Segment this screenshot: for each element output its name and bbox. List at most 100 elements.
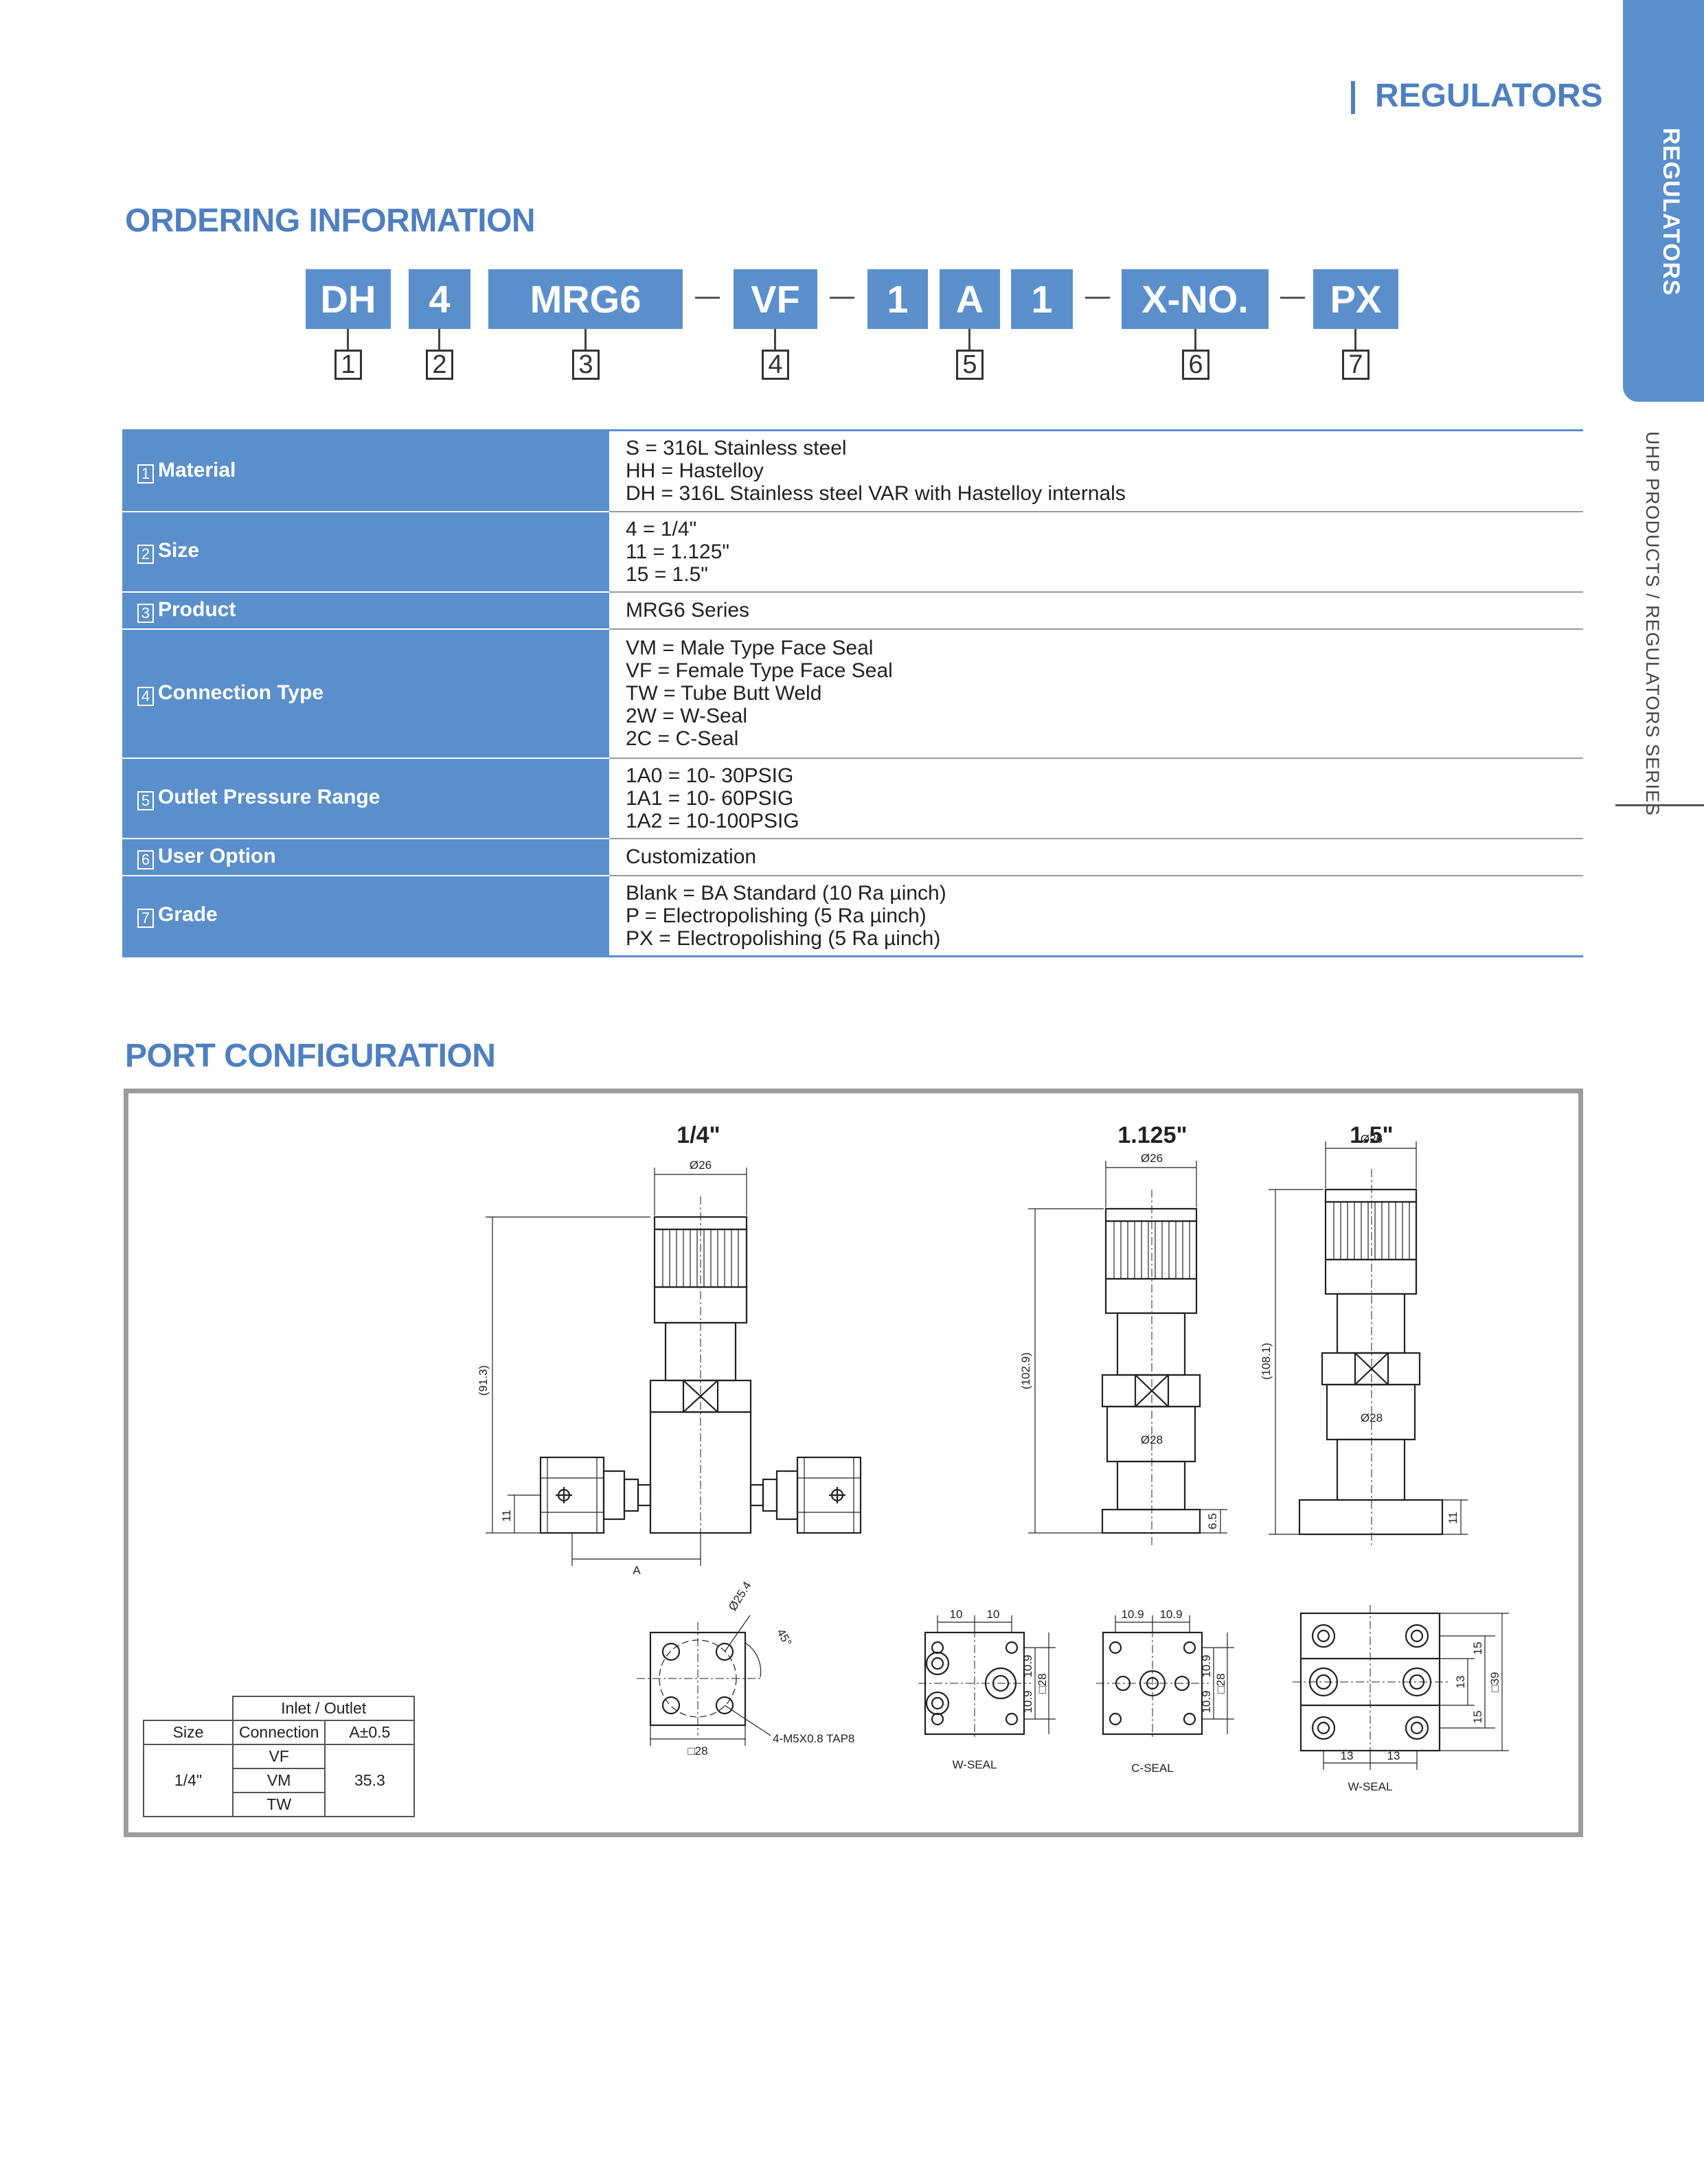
code-size: 4 bbox=[409, 269, 470, 329]
spec-row-values: 4 = 1/4"11 = 1.125"15 = 1.5" bbox=[609, 511, 1583, 593]
code-number: 5 bbox=[956, 350, 984, 380]
spec-value-line: Blank = BA Standard (10 Ra µinch) bbox=[626, 881, 946, 905]
spec-value-line: VM = Male Type Face Seal bbox=[626, 637, 874, 659]
dim-d254: Ø25.4 bbox=[726, 1579, 754, 1613]
side-divider bbox=[1615, 804, 1704, 806]
w-seal-15-bottom-view: 13 13 13 15 15 □39 W-SEAL bbox=[1293, 1605, 1509, 1793]
code-number: 2 bbox=[426, 350, 453, 380]
quarter-valve-drawing: Ø26 (91.3) 11 A bbox=[477, 1159, 862, 1577]
spec-row-label-text: Grade bbox=[158, 903, 218, 926]
io-connection-vf: VF bbox=[231, 1744, 326, 1769]
dim-thirteen-v: 13 bbox=[1454, 1676, 1467, 1689]
code-dash bbox=[830, 297, 854, 299]
spec-row-number: 6 bbox=[137, 850, 154, 869]
side-tab-label: REGULATORS bbox=[1658, 128, 1684, 296]
dim-d26-1125: Ø26 bbox=[1141, 1152, 1163, 1165]
size-label-1125: 1.125" bbox=[1117, 1122, 1187, 1148]
header-bar bbox=[1351, 81, 1355, 114]
spec-row-label-text: Size bbox=[158, 539, 200, 562]
dim-eleven-quarter: 11 bbox=[500, 1510, 513, 1522]
port-drawings: 1/4" 1.125" 1.5" bbox=[477, 1122, 1509, 1793]
dim-d28-1125: Ø28 bbox=[1141, 1433, 1163, 1446]
dim-sq39: □39 bbox=[1488, 1672, 1501, 1692]
code-stem bbox=[774, 329, 776, 350]
code-user-option: X-NO. bbox=[1122, 269, 1269, 329]
quarter-bottom-view: Ø25.4 45° 4-M5X0.8 TAP8 □28 bbox=[637, 1579, 854, 1758]
spec-value-line: 1A2 = 10-100PSIG bbox=[626, 809, 799, 832]
spec-row-number: 1 bbox=[137, 464, 154, 484]
spec-row-number: 3 bbox=[137, 603, 154, 623]
c-seal-bottom-view: 10.9 10.9 10.9 10.9 □28 C-SEAL bbox=[1096, 1608, 1234, 1775]
code-dash bbox=[1085, 297, 1110, 299]
spec-value-line: MRG6 Series bbox=[626, 599, 750, 622]
w-seal-15-label: W-SEAL bbox=[1348, 1780, 1393, 1793]
spec-row-values: Customization bbox=[609, 838, 1583, 876]
code-number: 3 bbox=[572, 350, 600, 380]
spec-row-number: 4 bbox=[137, 686, 154, 706]
spec-value-line: HH = Hastelloy bbox=[626, 459, 764, 483]
dim-sq28-w: □28 bbox=[1036, 1673, 1049, 1693]
dim-six5: 6.5 bbox=[1206, 1513, 1219, 1529]
dim-ten9-c-bottom: 10.9 bbox=[1200, 1690, 1213, 1713]
code-connection: VF bbox=[734, 269, 817, 329]
code-material: DH bbox=[306, 269, 391, 329]
io-col-connection: Connection bbox=[231, 1720, 326, 1745]
spec-value-line: 2C = C-Seal bbox=[626, 727, 739, 750]
spec-value-line: PX = Electropolishing (5 Ra µinch) bbox=[626, 926, 941, 950]
dim-ten9-c-left: 10.9 bbox=[1121, 1608, 1144, 1621]
dim-sq28-c: □28 bbox=[1214, 1673, 1227, 1693]
io-a-value: 35.3 bbox=[324, 1744, 416, 1817]
valve-15-drawing: Ø26 Ø28 (108.1) 11 bbox=[1260, 1133, 1468, 1547]
dim-thirteen-right: 13 bbox=[1387, 1749, 1400, 1762]
side-tab bbox=[1623, 0, 1704, 402]
io-blank bbox=[144, 1696, 233, 1720]
ordering-title: ORDERING INFORMATION bbox=[125, 203, 536, 239]
spec-row-label-text: Product bbox=[158, 598, 236, 621]
dim-ten9-w-bottom: 10.9 bbox=[1021, 1690, 1034, 1713]
code-stem bbox=[1354, 329, 1356, 350]
code-grade: PX bbox=[1313, 269, 1398, 329]
spec-value-line: 11 = 1.125" bbox=[626, 540, 730, 563]
spec-value-line: DH = 316L Stainless steel VAR with Haste… bbox=[626, 482, 1126, 505]
spec-row-number: 2 bbox=[137, 545, 154, 564]
spec-value-line: 4 = 1/4" bbox=[626, 517, 697, 541]
valve-1125-drawing: Ø26 Ø28 (102.9) 6.5 bbox=[1019, 1152, 1227, 1547]
dim-tap: 4-M5X0.8 TAP8 bbox=[773, 1732, 854, 1745]
spec-row-label-text: Material bbox=[158, 458, 236, 481]
spec-row-values: MRG6 Series bbox=[609, 591, 1583, 630]
code-stem bbox=[584, 329, 587, 350]
size-label-quarter: 1/4" bbox=[677, 1122, 720, 1148]
spec-value-line: S = 316L Stainless steel bbox=[626, 437, 847, 460]
inlet-outlet-table: Inlet / Outlet Size Connection A±0.5 1/4… bbox=[143, 1696, 416, 1817]
spec-value-line: 15 = 1.5" bbox=[626, 562, 708, 586]
port-title: PORT CONFIGURATION bbox=[125, 1038, 496, 1074]
dim-ten-left: 10 bbox=[950, 1608, 963, 1621]
dim-ten9-w-top: 10.9 bbox=[1021, 1654, 1034, 1677]
code-dash bbox=[1280, 297, 1305, 299]
code-number: 4 bbox=[762, 350, 789, 380]
header-category: REGULATORS bbox=[1375, 78, 1603, 114]
side-series-label: UHP PRODUCTS / REGULATORS SERIES bbox=[1642, 431, 1663, 817]
spec-row-label-text: User Option bbox=[158, 844, 276, 867]
spec-value-line: Customization bbox=[626, 845, 757, 868]
io-header: Inlet / Outlet bbox=[231, 1696, 416, 1721]
dim-a: A bbox=[633, 1564, 641, 1577]
dim-eleven-15: 11 bbox=[1446, 1512, 1459, 1524]
spec-value-line: 1A0 = 10- 30PSIG bbox=[626, 764, 794, 787]
dim-ten9-c-right: 10.9 bbox=[1159, 1608, 1182, 1621]
spec-row-label-text: Connection Type bbox=[158, 681, 324, 704]
code-dash bbox=[695, 297, 720, 299]
code-stem bbox=[968, 329, 970, 350]
